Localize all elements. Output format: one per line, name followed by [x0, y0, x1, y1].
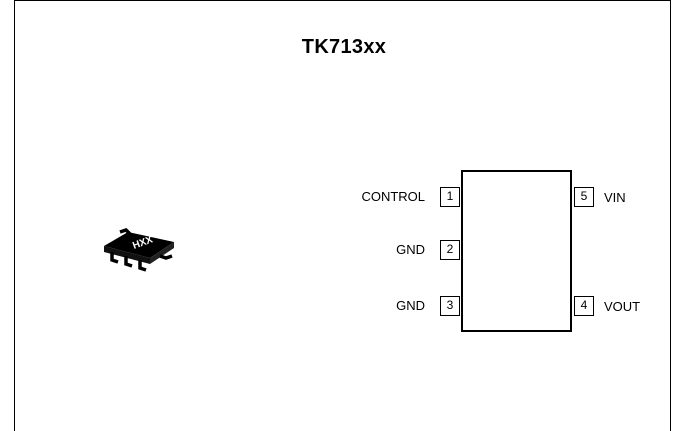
lead-2	[124, 256, 133, 268]
lead-4	[159, 254, 173, 260]
pin-3-label: GND	[396, 298, 425, 313]
pin-4-label-sub: OUT	[612, 299, 641, 314]
pin-5-label: VIN	[604, 190, 626, 206]
lead-1	[110, 252, 119, 264]
pin-4-label: VOUT	[604, 299, 640, 315]
package-side-face	[150, 242, 174, 264]
diagram-frame	[14, 0, 671, 431]
pin-3-box: 3	[440, 296, 460, 316]
lead-5	[119, 227, 132, 236]
pin-2-box: 2	[440, 240, 460, 260]
lead-3	[138, 260, 147, 272]
package-top-face	[104, 232, 174, 258]
sot23-5-package-illustration: HXX	[104, 227, 174, 272]
ic-body	[461, 170, 572, 332]
pin-2-label: GND	[396, 242, 425, 257]
package-front-face	[104, 246, 150, 264]
pin-5-box: 5	[574, 187, 594, 207]
pin-5-label-sub: IN	[612, 190, 626, 205]
pin-1-box: 1	[440, 187, 460, 207]
pin-4-label-main: V	[604, 299, 613, 314]
diagram-title: TK713xx	[301, 36, 387, 58]
pin-4-box: 4	[574, 296, 594, 316]
pin-5-label-main: V	[604, 190, 613, 205]
pin-1-label: CONTROL	[361, 189, 425, 204]
